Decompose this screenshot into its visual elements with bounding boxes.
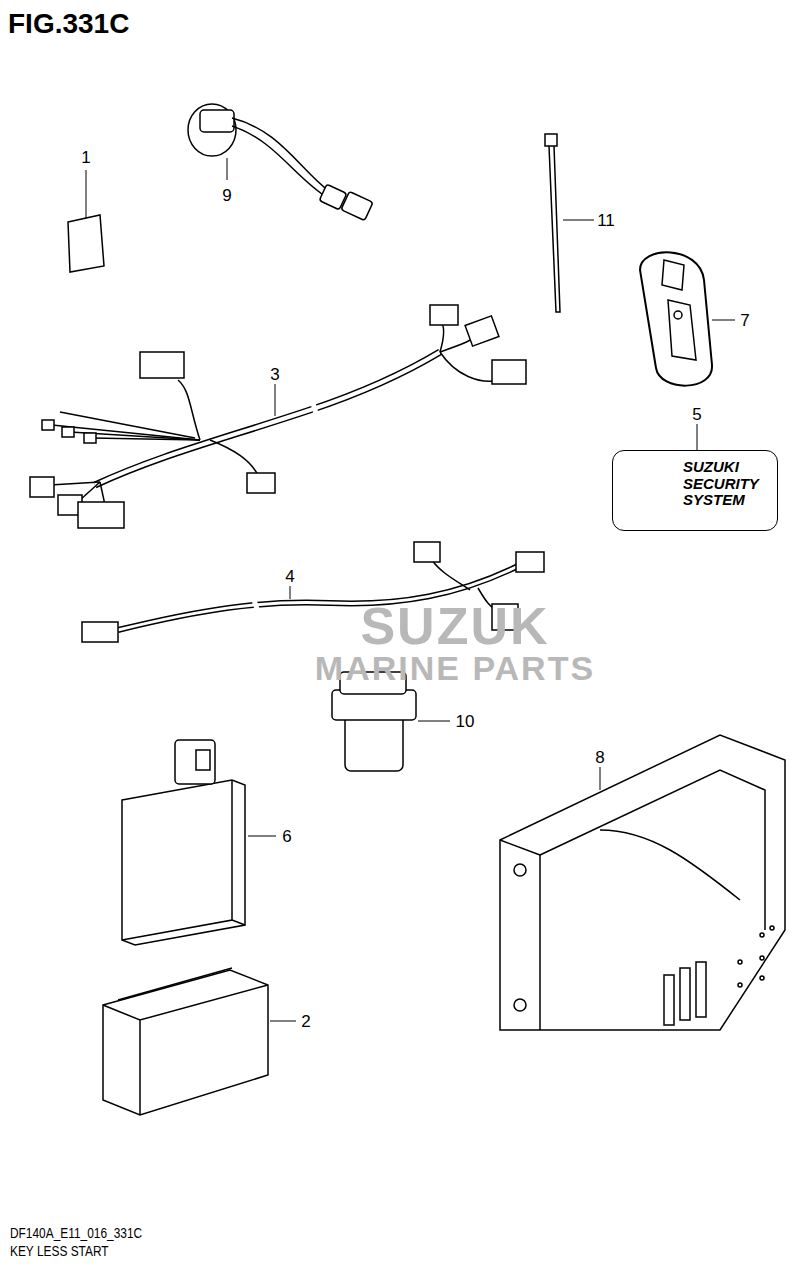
callout-number: 11 [597, 212, 615, 229]
wire-harness [30, 305, 526, 528]
sticker-label: SUZUKI SECURITY SYSTEM [612, 450, 778, 531]
sticker-text: SUZUKI SECURITY SYSTEM [683, 459, 759, 509]
tray-part [103, 968, 268, 1115]
watermark: SUZUK [360, 600, 549, 652]
module-housing [500, 735, 785, 1030]
figure-title: FIG.331C [8, 10, 129, 38]
figure-code: DF140A_E11_016_331C [10, 1226, 142, 1240]
callout-number: 2 [301, 1013, 310, 1030]
callout-number: 1 [81, 149, 90, 166]
callout-number: 9 [222, 187, 231, 204]
card-part [68, 215, 104, 272]
figure-caption: KEY LESS START [10, 1244, 109, 1258]
callout-number: 8 [595, 749, 604, 766]
sensor-part [188, 104, 373, 221]
callout-number: 3 [270, 366, 279, 383]
callout-number: 5 [692, 406, 701, 423]
callout-number: 7 [740, 312, 749, 329]
callout-number: 10 [456, 713, 475, 730]
cable-tie [545, 134, 560, 312]
switch-part [332, 672, 416, 771]
watermark: MARINE PARTS [315, 651, 595, 685]
callout-number: 4 [285, 568, 294, 585]
control-module [122, 740, 245, 945]
key-fob [640, 252, 712, 385]
callout-number: 6 [282, 828, 291, 845]
